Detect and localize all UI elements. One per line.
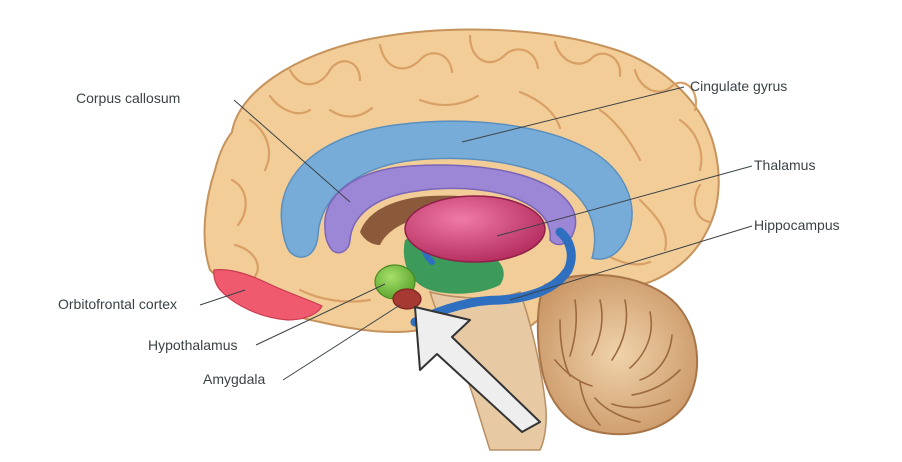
pointer-arrow (414, 306, 541, 433)
label-hypothalamus: Hypothalamus (148, 337, 238, 353)
label-amygdala: Amygdala (203, 371, 266, 387)
hippocampus (410, 227, 576, 327)
cerebellum (536, 273, 699, 436)
label-hippocampus: Hippocampus (754, 217, 840, 233)
label-cingulate-gyrus: Cingulate gyrus (690, 78, 788, 94)
thalamus (404, 195, 546, 263)
label-corpus-callosum: Corpus callosum (76, 90, 181, 106)
label-thalamus: Thalamus (754, 157, 816, 173)
corpus-callosum (324, 164, 577, 254)
cortex-folds (230, 34, 712, 303)
cingulate-gyrus (280, 120, 633, 260)
label-orbitofrontal-cortex: Orbitofrontal cortex (58, 296, 178, 312)
amygdala (392, 288, 422, 310)
orbitofrontal-cortex (213, 269, 323, 321)
leader-lines (199, 86, 753, 381)
